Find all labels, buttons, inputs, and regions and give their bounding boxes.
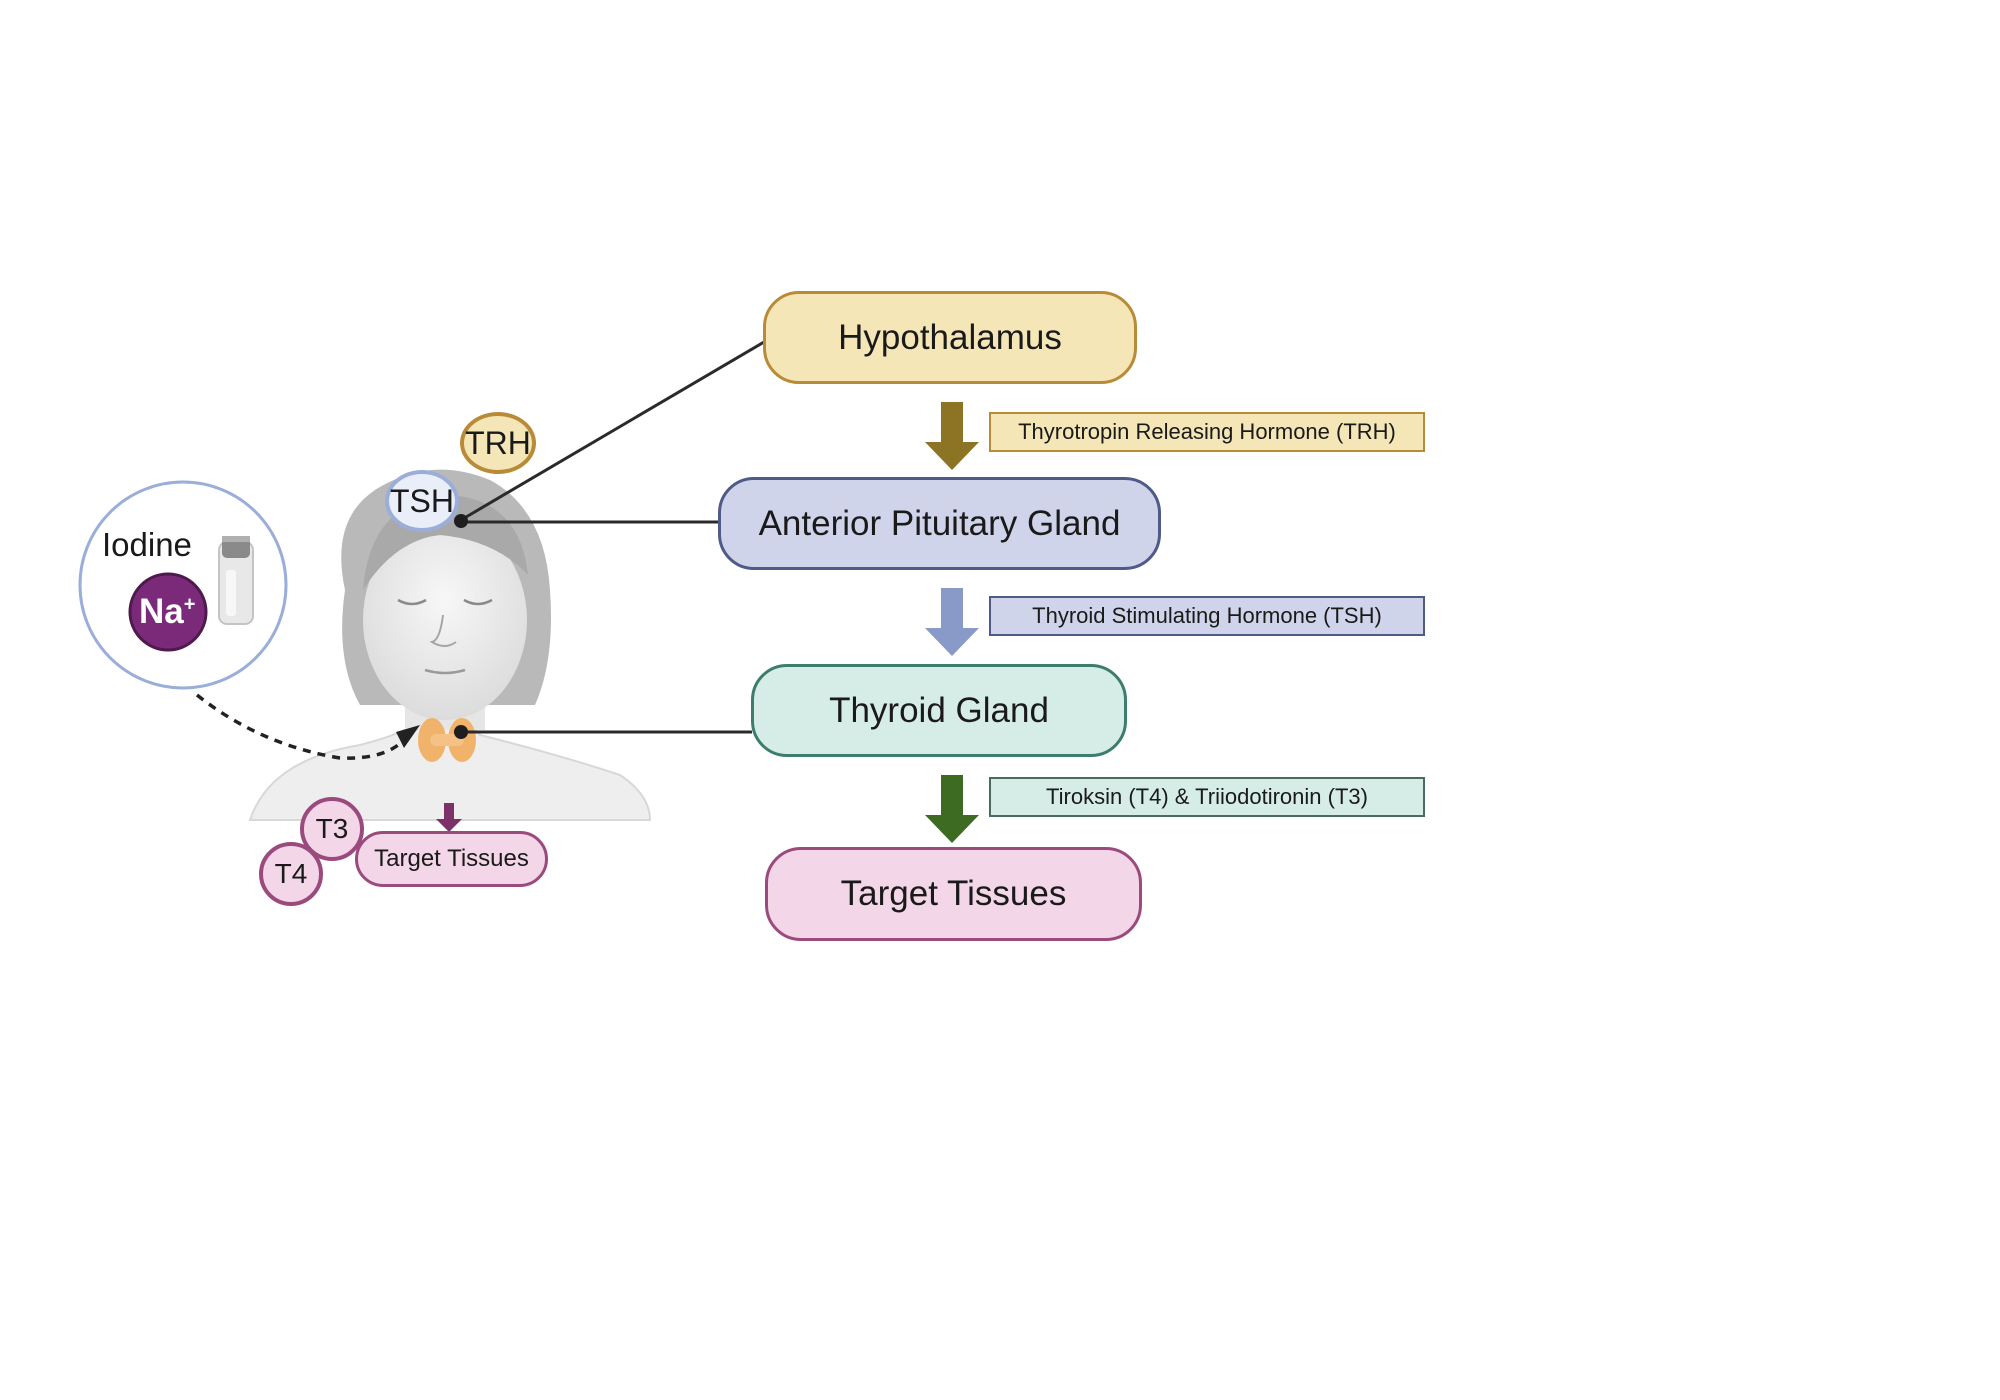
t4-bubble: T4	[259, 842, 323, 906]
t4t3-arrow	[925, 775, 979, 843]
sodium-symbol: Na	[139, 592, 184, 631]
pituitary-dot	[454, 514, 468, 528]
salt-shaker-icon	[218, 536, 254, 625]
tsh-bubble-text: TSH	[390, 482, 454, 519]
t4t3-label-box: Tiroksin (T4) & Triiodotironin (T3)	[989, 777, 1425, 817]
sodium-label: Na+	[139, 592, 195, 632]
iodine-label: Iodine	[102, 526, 192, 563]
trh-label: Thyrotropin Releasing Hormone (TRH)	[1018, 419, 1396, 444]
tsh-label: Thyroid Stimulating Hormone (TSH)	[1032, 603, 1382, 628]
target-arrow-shaft	[444, 803, 454, 821]
thyroid-icon	[418, 718, 476, 762]
hypothalamus-node: Hypothalamus	[763, 291, 1137, 384]
illustration-target-tissues-text: Target Tissues	[374, 845, 529, 872]
thyroid-label: Thyroid Gland	[829, 690, 1049, 730]
trh-bubble: TRH	[460, 412, 536, 474]
trh-arrow	[925, 402, 979, 470]
trh-label-box: Thyrotropin Releasing Hormone (TRH)	[989, 412, 1425, 452]
target-tissues-label: Target Tissues	[840, 874, 1067, 913]
t4t3-label: Tiroksin (T4) & Triiodotironin (T3)	[1046, 784, 1368, 809]
target-tissues-node: Target Tissues	[765, 847, 1142, 941]
tsh-arrow	[925, 588, 979, 656]
thyroid-node: Thyroid Gland	[751, 664, 1127, 757]
hypothalamus-label: Hypothalamus	[838, 317, 1062, 357]
t4-text: T4	[274, 858, 308, 889]
pituitary-label: Anterior Pituitary Gland	[758, 503, 1121, 543]
connector-hypothalamus	[460, 340, 765, 522]
thyroid-dot	[454, 725, 468, 739]
illustration-target-tissues: Target Tissues	[355, 831, 548, 887]
t3-text: T3	[315, 813, 349, 844]
t3-bubble: T3	[300, 797, 364, 861]
tsh-bubble: TSH	[385, 470, 459, 532]
trh-bubble-text: TRH	[465, 424, 531, 461]
pituitary-node: Anterior Pituitary Gland	[718, 477, 1161, 570]
sodium-ion-icon	[128, 572, 208, 652]
target-arrow-head	[436, 819, 462, 832]
iodine-arrowhead	[396, 725, 420, 748]
tsh-label-box: Thyroid Stimulating Hormone (TSH)	[989, 596, 1425, 636]
sodium-charge: +	[183, 593, 196, 616]
